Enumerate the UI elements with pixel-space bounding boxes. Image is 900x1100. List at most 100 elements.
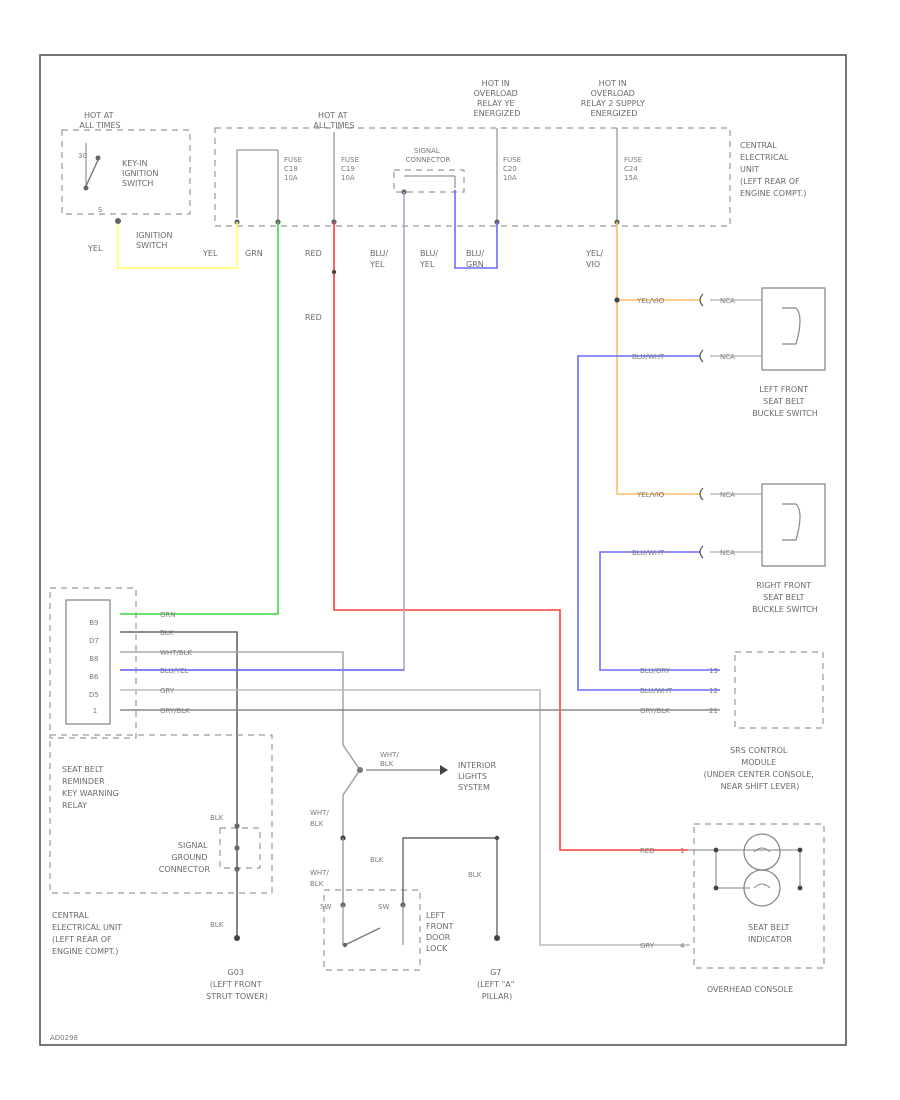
- wire-grn: [120, 222, 279, 615]
- central-unit-label: CENTRAL ELECTRICAL UNIT (LEFT REAR OF EN…: [740, 141, 806, 198]
- hot-at-all-times-center-label: HOT AT ALL TIMES: [313, 111, 354, 130]
- indicator-lamp-icon: [743, 833, 781, 907]
- svg-text:NCA: NCA: [720, 491, 735, 499]
- relay-label: SEAT BELT REMINDER KEY WARNING RELAY: [62, 765, 121, 810]
- svg-text:GRY/BLK: GRY/BLK: [160, 707, 190, 715]
- wht-blk-label-1: WHT/BLK: [380, 751, 399, 768]
- svg-text:30: 30: [78, 152, 87, 160]
- indicator-label: SEAT BELT INDICATOR: [748, 923, 792, 944]
- wire-label-yel-vio: YEL/VIO: [585, 249, 603, 269]
- svg-text:SW: SW: [378, 903, 389, 911]
- wire-blu-grn: [454, 190, 498, 269]
- signal-connector-box: [393, 169, 465, 193]
- relay-pin-labels: B9 D7 B8 B6 D5 1: [89, 619, 101, 715]
- relay-dashed-box: [49, 587, 137, 739]
- wire-red: [333, 222, 688, 851]
- relay-body: [65, 599, 111, 725]
- door-lock-box: [323, 889, 421, 971]
- svg-text:WHT/BLK: WHT/BLK: [160, 649, 193, 657]
- central-unit-bottom-label: CENTRAL ELECTRICAL UNIT (LEFT REAR OF EN…: [52, 911, 125, 956]
- wht-blk-label-3: WHT/BLK: [310, 869, 329, 888]
- key-switch-box: [61, 129, 191, 215]
- wire-label-blu-grn: BLU/GRN: [466, 249, 484, 269]
- wire-label-blu-yel-1: BLU/YEL: [369, 249, 388, 269]
- srs-module-box: [734, 651, 824, 729]
- interior-lights-label: INTERIOR LIGHTS SYSTEM: [458, 761, 499, 792]
- svg-text:YEL: YEL: [87, 244, 103, 253]
- g7-label: G7 (LEFT "A" PILLAR): [477, 968, 517, 1001]
- wire-relay-gry: [120, 689, 690, 946]
- door-lock-label: LEFT FRONT DOOR LOCK: [426, 911, 456, 953]
- signal-ground-label: SIGNAL GROUND CONNECTOR: [159, 841, 211, 874]
- svg-text:RED: RED: [305, 313, 322, 322]
- svg-text:BLU/WHT: BLU/WHT: [640, 687, 673, 695]
- wire-blu-wht-right: [599, 551, 720, 671]
- svg-text:BLK: BLK: [210, 814, 224, 822]
- central-electrical-unit-box: [214, 127, 731, 227]
- right-buckle-switch: [761, 483, 826, 567]
- signal-ground-box: [219, 827, 261, 869]
- wire-yel-vio: [616, 222, 700, 495]
- svg-text:YEL/VIO: YEL/VIO: [636, 297, 665, 305]
- svg-text:NCA: NCA: [720, 297, 735, 305]
- srs-label: SRS CONTROL MODULE (UNDER CENTER CONSOLE…: [704, 746, 817, 791]
- svg-text:NCA: NCA: [720, 353, 735, 361]
- svg-text:RED: RED: [640, 847, 655, 855]
- signal-connector-label: SIGNAL CONNECTOR: [406, 147, 451, 164]
- figure-id: AD0298: [50, 1034, 78, 1042]
- svg-text:YEL: YEL: [202, 249, 218, 258]
- wire-relay-blk: [120, 631, 238, 938]
- svg-text:GRN: GRN: [245, 249, 263, 258]
- wire-relay-wht-blk: [120, 651, 361, 838]
- wht-blk-label-2: WHT/BLK: [310, 809, 329, 828]
- diagram-border: [39, 54, 847, 1046]
- right-buckle-label: RIGHT FRONT SEAT BELT BUCKLE SWITCH: [752, 581, 818, 614]
- svg-text:GRY/BLK: GRY/BLK: [640, 707, 670, 715]
- svg-text:BLU/YEL: BLU/YEL: [160, 667, 189, 675]
- svg-text:4: 4: [680, 942, 685, 950]
- srs-pins: 19 12 21: [709, 667, 720, 715]
- wire-label-blu-yel-2: BLU/YEL: [419, 249, 438, 269]
- svg-text:GRN: GRN: [160, 611, 176, 619]
- key-in-switch-label: KEY-IN IGNITION SWITCH: [122, 159, 161, 188]
- left-buckle-connectors: NCA NCA: [699, 293, 762, 363]
- svg-text:BLK: BLK: [468, 871, 482, 879]
- hot-at-all-times-left-label: HOT AT ALL TIMES: [79, 111, 120, 130]
- svg-text:YEL/VIO: YEL/VIO: [636, 491, 665, 499]
- svg-text:GRY: GRY: [640, 942, 655, 950]
- svg-text:BLU/WHT: BLU/WHT: [632, 549, 665, 557]
- hot-overload-relay-supply-label: HOT IN OVERLOAD RELAY 2 SUPPLY ENERGIZED: [581, 79, 648, 118]
- key-switch-blade: [85, 159, 99, 187]
- svg-text:RED: RED: [305, 249, 322, 258]
- wire-yel: [117, 222, 238, 269]
- left-buckle-switch: [761, 287, 826, 371]
- g03-label: G03 (LEFT FRONT STRUT TOWER): [206, 968, 268, 1001]
- svg-text:1: 1: [680, 847, 684, 855]
- central-unit-dashed-box: [49, 734, 273, 894]
- svg-text:GRY: GRY: [160, 687, 175, 695]
- indicator-dashed-box: [693, 823, 825, 969]
- svg-text:BLK: BLK: [160, 629, 174, 637]
- svg-text:S: S: [98, 206, 103, 214]
- wire-blu-wht-left: [577, 355, 720, 691]
- ignition-switch-label: IGNITION SWITCH: [136, 231, 175, 250]
- svg-text:BLU/WHT: BLU/WHT: [632, 353, 665, 361]
- svg-text:BLK: BLK: [210, 921, 224, 929]
- svg-text:BLU/GRY: BLU/GRY: [640, 667, 671, 675]
- door-switch-blade: [344, 927, 381, 946]
- svg-text:SW: SW: [320, 903, 331, 911]
- hot-overload-relay-ye-label: HOT IN OVERLOAD RELAY YE ENERGIZED: [474, 79, 521, 118]
- svg-text:BLK: BLK: [370, 856, 384, 864]
- wire-blu-yel-signal: [120, 192, 405, 671]
- right-buckle-connectors: NCA NCA: [699, 487, 762, 559]
- overhead-console-label: OVERHEAD CONSOLE: [707, 985, 793, 994]
